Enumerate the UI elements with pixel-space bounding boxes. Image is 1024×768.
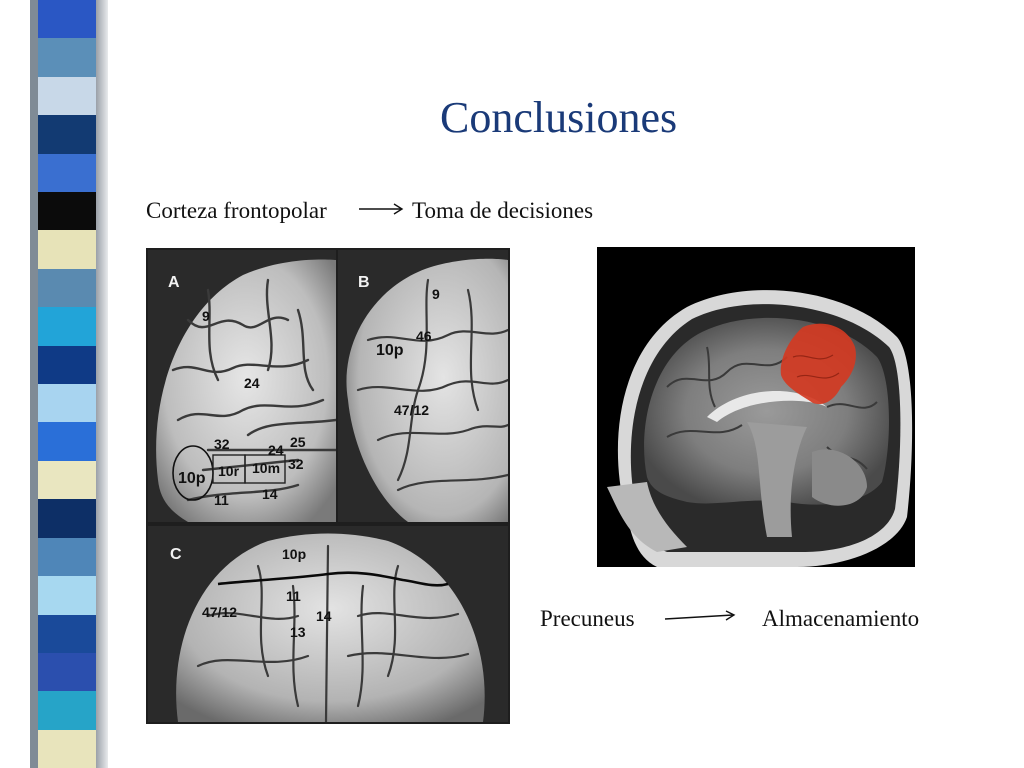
- stripe-segment: [38, 76, 96, 116]
- stripe-segment: [38, 422, 96, 461]
- line2-right-text: Almacenamiento: [762, 606, 920, 631]
- area-label: 25: [290, 434, 306, 450]
- area-label: 9: [432, 286, 440, 302]
- line1-left-text: Corteza frontopolar: [146, 198, 327, 223]
- area-label: 10r: [218, 463, 240, 479]
- area-label: 10m: [252, 460, 281, 476]
- area-label: 32: [288, 456, 304, 472]
- area-label: 46: [416, 328, 432, 344]
- area-label: 10p: [282, 546, 307, 562]
- stripe-segment: [38, 345, 96, 385]
- stripe-segment: [38, 614, 96, 653]
- stripe-segment: [38, 38, 96, 77]
- area-label: 11: [214, 492, 229, 508]
- area-label: 32: [214, 436, 230, 452]
- line1-right-text: Toma de decisiones: [412, 198, 594, 223]
- panel-label-c: C: [170, 546, 182, 563]
- panel-c: C 10p 47/12 11 14 13: [148, 526, 508, 722]
- stripe-shadow: [96, 0, 108, 768]
- stripe-segment: [38, 499, 96, 538]
- stripe-segment: [38, 729, 96, 768]
- panel-label-b: B: [358, 274, 370, 291]
- stripe-segment: [38, 268, 96, 308]
- area-label: 13: [290, 624, 306, 640]
- panel-a: A 9 24 32 24 25 10p 10r 10m 32 11 14: [148, 250, 336, 522]
- area-label: 10p: [376, 342, 404, 359]
- area-label: 24: [244, 375, 260, 391]
- area-label: 10p: [178, 470, 206, 487]
- stripe-segment: [38, 0, 96, 39]
- arrow-right-icon: [359, 203, 404, 215]
- mri-sagittal-image: [597, 247, 915, 567]
- stripe-segment: [38, 652, 96, 692]
- arrow-right-icon: [664, 610, 736, 621]
- stripe-segment: [38, 537, 96, 577]
- area-label: 14: [262, 486, 278, 502]
- stripe-segment: [38, 460, 96, 500]
- area-label: 14: [316, 608, 332, 624]
- brain-areas-figure: A 9 24 32 24 25 10p 10r 10m 32 11 14: [146, 248, 510, 724]
- stripe-segment: [38, 576, 96, 615]
- stripe-segment: [38, 115, 96, 154]
- area-label: 9: [202, 308, 210, 324]
- panel-b: B 9 46 10p 47/12: [338, 250, 508, 522]
- panel-label-a: A: [168, 274, 180, 291]
- stripe-segment: [38, 192, 96, 231]
- decorative-stripe-bar: [38, 0, 96, 768]
- stripe-segment: [38, 307, 96, 346]
- area-label: 47/12: [394, 402, 430, 418]
- area-label: 24: [268, 442, 284, 458]
- area-label: 11: [286, 588, 301, 604]
- stripe-segment: [38, 384, 96, 423]
- stripe-segment: [38, 691, 96, 730]
- line2-left-text: Precuneus: [540, 606, 635, 631]
- stripe-segment: [38, 153, 96, 193]
- area-label: 47/12: [202, 604, 238, 620]
- stripe-segment: [38, 230, 96, 269]
- slide-title: Conclusiones: [440, 93, 678, 142]
- stripe-edge: [30, 0, 38, 768]
